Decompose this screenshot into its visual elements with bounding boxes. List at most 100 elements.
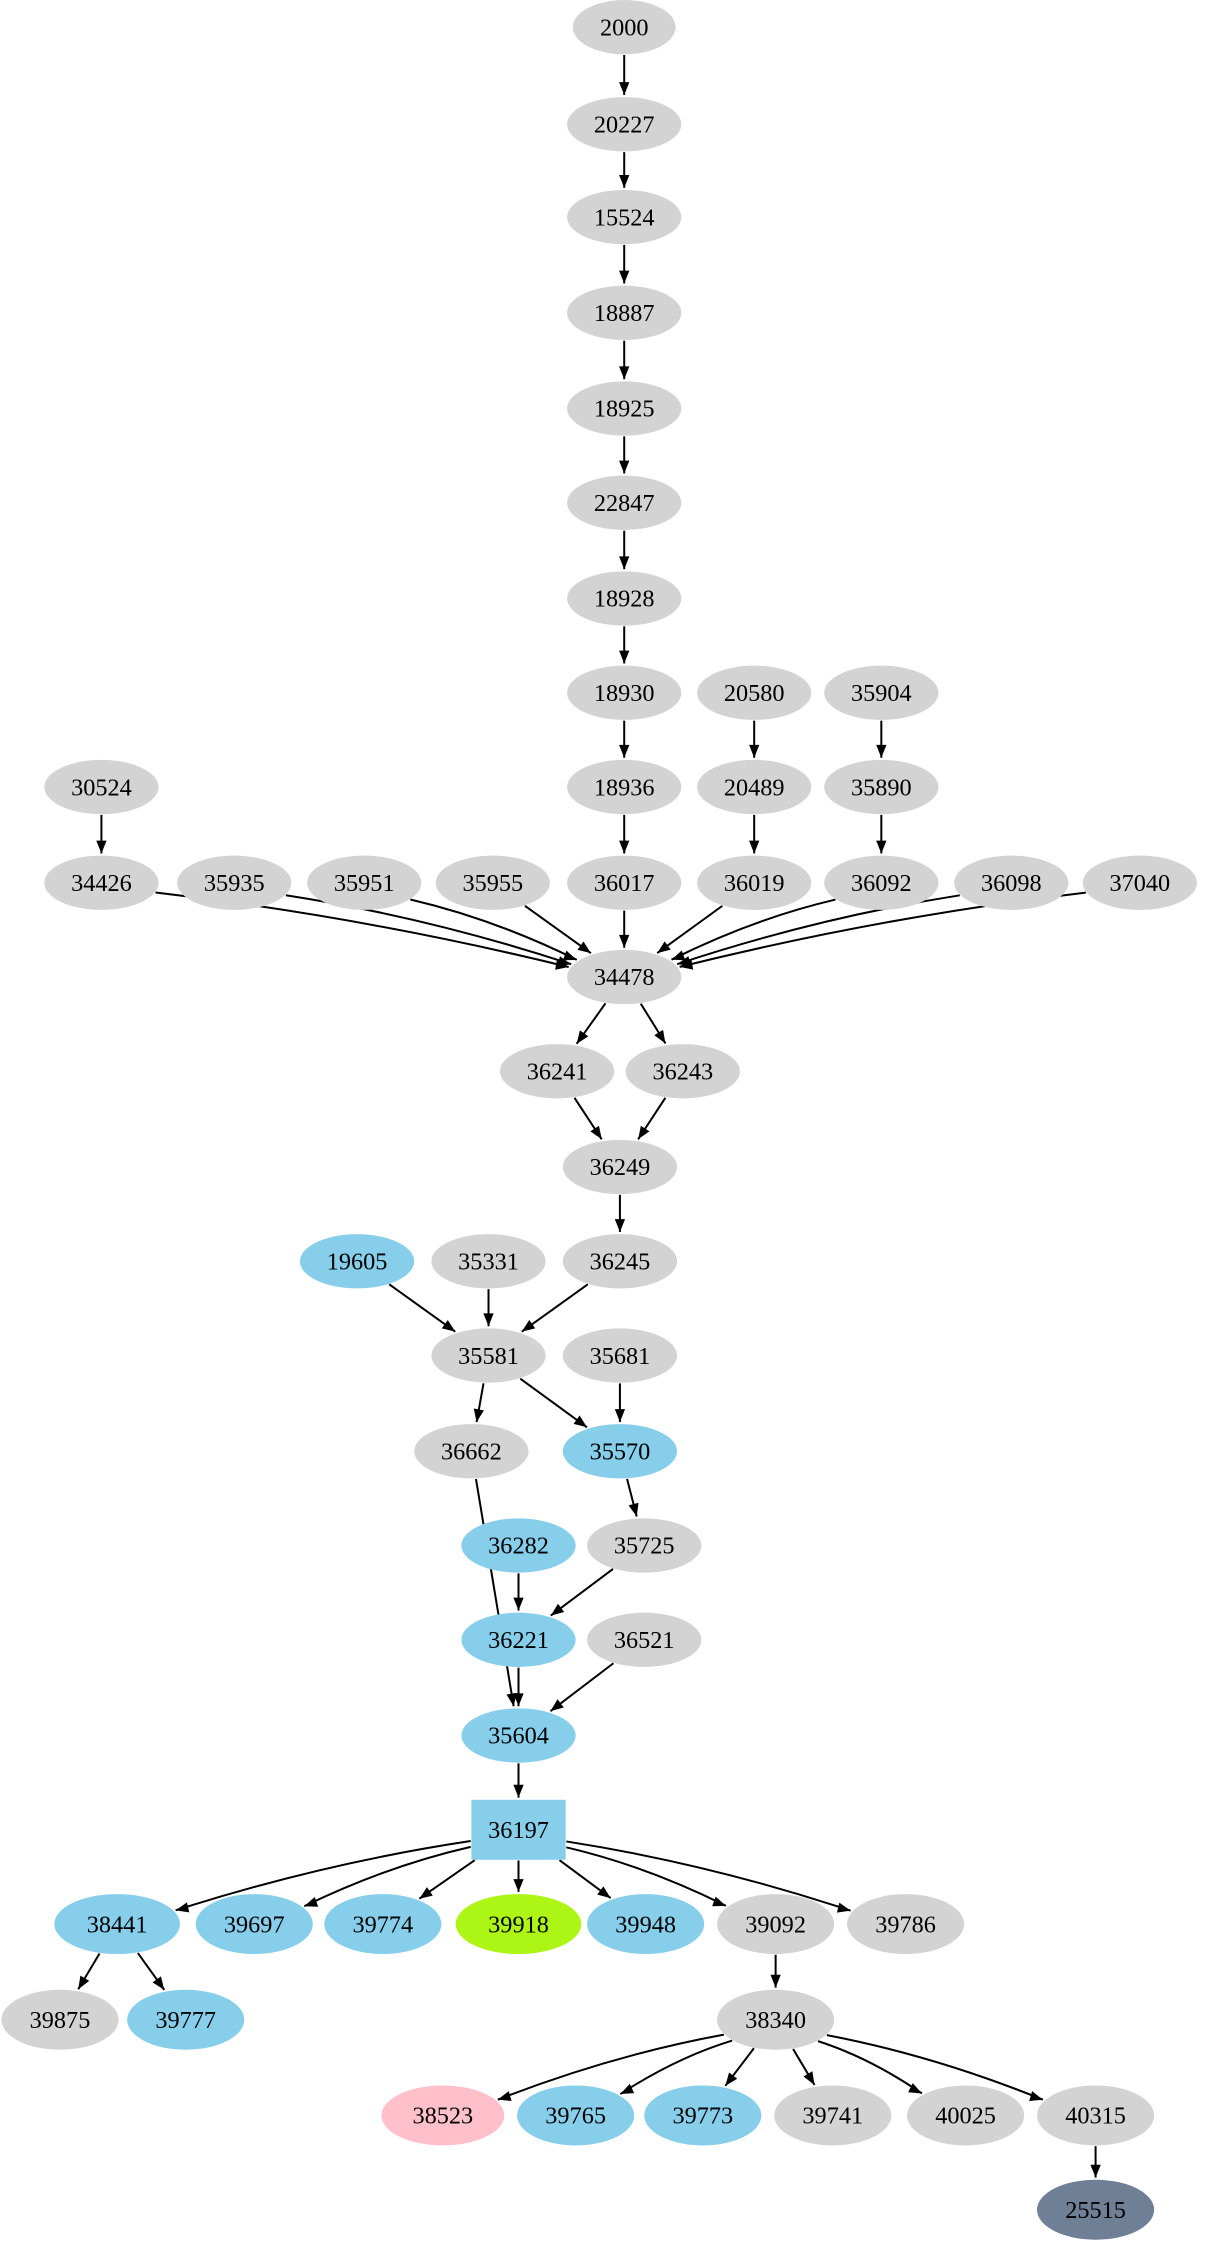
node-shape[interactable] xyxy=(847,1894,965,1955)
node-shape[interactable] xyxy=(824,665,939,720)
graph-node-39777[interactable]: 39777 xyxy=(127,1989,245,2050)
graph-node-35570[interactable]: 35570 xyxy=(562,1424,678,1479)
node-shape[interactable] xyxy=(381,2085,505,2146)
node-shape[interactable] xyxy=(824,759,939,815)
graph-node-35581[interactable]: 35581 xyxy=(431,1328,546,1383)
graph-node-20489[interactable]: 20489 xyxy=(697,759,812,815)
node-shape[interactable] xyxy=(567,475,682,530)
graph-node-35951[interactable]: 35951 xyxy=(307,855,422,910)
node-shape[interactable] xyxy=(127,1989,245,2050)
graph-node-36019[interactable]: 36019 xyxy=(697,855,812,910)
node-shape[interactable] xyxy=(1037,2179,1155,2240)
node-shape[interactable] xyxy=(471,1799,566,1860)
graph-node-35681[interactable]: 35681 xyxy=(562,1328,678,1383)
graph-node-39697[interactable]: 39697 xyxy=(195,1894,313,1955)
node-shape[interactable] xyxy=(307,855,422,910)
node-shape[interactable] xyxy=(567,759,682,815)
graph-node-18928[interactable]: 18928 xyxy=(567,571,682,626)
graph-node-39741[interactable]: 39741 xyxy=(774,2085,892,2146)
node-shape[interactable] xyxy=(517,2085,635,2146)
node-shape[interactable] xyxy=(567,189,682,245)
node-shape[interactable] xyxy=(195,1894,313,1955)
graph-node-18925[interactable]: 18925 xyxy=(567,381,682,436)
node-shape[interactable] xyxy=(587,1894,705,1955)
node-shape[interactable] xyxy=(562,1139,678,1195)
node-shape[interactable] xyxy=(567,665,682,720)
node-shape[interactable] xyxy=(562,1328,678,1383)
graph-node-36098[interactable]: 36098 xyxy=(954,855,1069,910)
graph-node-15524[interactable]: 15524 xyxy=(567,189,682,245)
node-shape[interactable] xyxy=(697,759,812,815)
graph-node-36245[interactable]: 36245 xyxy=(562,1234,678,1289)
node-shape[interactable] xyxy=(717,1989,835,2050)
graph-node-35955[interactable]: 35955 xyxy=(435,855,550,910)
node-shape[interactable] xyxy=(907,2085,1025,2146)
graph-node-39774[interactable]: 39774 xyxy=(324,1894,442,1955)
node-shape[interactable] xyxy=(461,1518,576,1573)
graph-node-36017[interactable]: 36017 xyxy=(567,855,682,910)
node-shape[interactable] xyxy=(717,1894,835,1955)
graph-node-35890[interactable]: 35890 xyxy=(824,759,939,815)
node-shape[interactable] xyxy=(567,571,682,626)
graph-node-39875[interactable]: 39875 xyxy=(1,1989,119,2050)
graph-node-36662[interactable]: 36662 xyxy=(414,1424,529,1479)
node-shape[interactable] xyxy=(567,949,682,1005)
node-shape[interactable] xyxy=(562,1424,678,1479)
node-shape[interactable] xyxy=(697,855,812,910)
graph-node-18887[interactable]: 18887 xyxy=(567,285,682,340)
graph-node-39948[interactable]: 39948 xyxy=(587,1894,705,1955)
node-shape[interactable] xyxy=(414,1424,529,1479)
graph-node-39092[interactable]: 39092 xyxy=(717,1894,835,1955)
graph-node-37040[interactable]: 37040 xyxy=(1082,855,1198,910)
node-shape[interactable] xyxy=(324,1894,442,1955)
node-shape[interactable] xyxy=(567,285,682,340)
graph-node-36221[interactable]: 36221 xyxy=(461,1612,576,1667)
node-shape[interactable] xyxy=(455,1894,582,1955)
graph-node-40025[interactable]: 40025 xyxy=(907,2085,1025,2146)
node-shape[interactable] xyxy=(567,97,682,152)
graph-node-19605[interactable]: 19605 xyxy=(299,1234,415,1289)
node-shape[interactable] xyxy=(1037,2085,1155,2146)
graph-node-35904[interactable]: 35904 xyxy=(824,665,939,720)
node-shape[interactable] xyxy=(587,1612,702,1667)
node-shape[interactable] xyxy=(435,855,550,910)
graph-node-18936[interactable]: 18936 xyxy=(567,759,682,815)
graph-node-35935[interactable]: 35935 xyxy=(177,855,292,910)
node-shape[interactable] xyxy=(572,0,676,55)
graph-node-36521[interactable]: 36521 xyxy=(587,1612,702,1667)
node-shape[interactable] xyxy=(461,1708,576,1763)
node-shape[interactable] xyxy=(587,1518,702,1573)
graph-node-20580[interactable]: 20580 xyxy=(697,665,812,720)
node-shape[interactable] xyxy=(774,2085,892,2146)
graph-node-39786[interactable]: 39786 xyxy=(847,1894,965,1955)
graph-node-39765[interactable]: 39765 xyxy=(517,2085,635,2146)
node-shape[interactable] xyxy=(431,1234,546,1289)
graph-node-36249[interactable]: 36249 xyxy=(562,1139,678,1195)
graph-node-20227[interactable]: 20227 xyxy=(567,97,682,152)
node-shape[interactable] xyxy=(299,1234,415,1289)
graph-node-18930[interactable]: 18930 xyxy=(567,665,682,720)
graph-node-38441[interactable]: 38441 xyxy=(54,1894,180,1955)
graph-node-35604[interactable]: 35604 xyxy=(461,1708,576,1763)
graph-node-25515[interactable]: 25515 xyxy=(1037,2179,1155,2240)
node-shape[interactable] xyxy=(697,665,812,720)
graph-node-39918[interactable]: 39918 xyxy=(455,1894,582,1955)
graph-node-36243[interactable]: 36243 xyxy=(625,1044,740,1099)
graph-node-36282[interactable]: 36282 xyxy=(461,1518,576,1573)
node-shape[interactable] xyxy=(44,759,159,815)
node-shape[interactable] xyxy=(44,855,159,910)
node-shape[interactable] xyxy=(431,1328,546,1383)
graph-node-35331[interactable]: 35331 xyxy=(431,1234,546,1289)
graph-node-34478[interactable]: 34478 xyxy=(567,949,682,1005)
graph-node-34426[interactable]: 34426 xyxy=(44,855,159,910)
graph-node-38340[interactable]: 38340 xyxy=(717,1989,835,2050)
node-shape[interactable] xyxy=(461,1612,576,1667)
node-shape[interactable] xyxy=(177,855,292,910)
node-shape[interactable] xyxy=(562,1234,678,1289)
graph-node-36241[interactable]: 36241 xyxy=(499,1044,615,1099)
node-shape[interactable] xyxy=(54,1894,180,1955)
graph-node-39773[interactable]: 39773 xyxy=(644,2085,762,2146)
graph-node-40315[interactable]: 40315 xyxy=(1037,2085,1155,2146)
node-shape[interactable] xyxy=(499,1044,615,1099)
node-shape[interactable] xyxy=(954,855,1069,910)
